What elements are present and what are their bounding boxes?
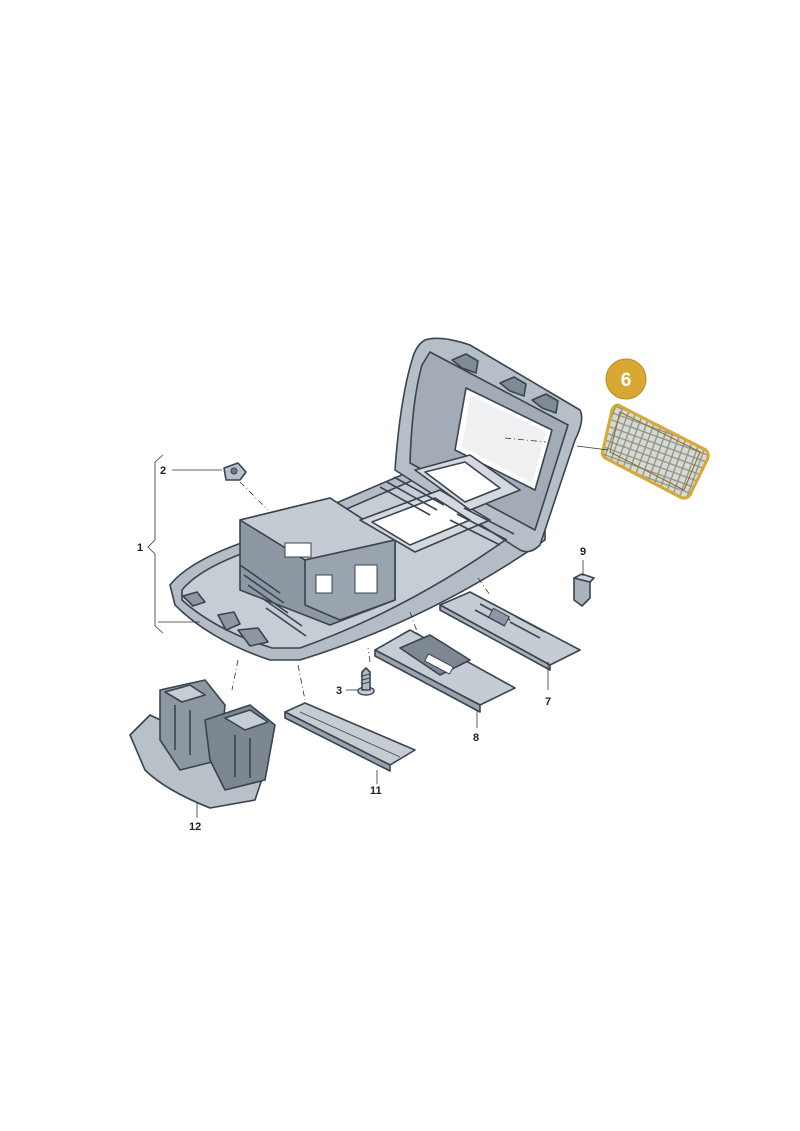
- switch-panel-part: [439, 591, 581, 671]
- label-6: 6: [621, 370, 632, 391]
- label-3[interactable]: 3: [336, 685, 342, 697]
- screw-part: [357, 667, 375, 696]
- label-12[interactable]: 12: [189, 821, 201, 833]
- highlight-badge[interactable]: 6: [605, 358, 647, 400]
- trim-strip-part: [284, 702, 416, 772]
- label-1[interactable]: 1: [137, 542, 143, 554]
- part-labels: 1 2 3 7 8 9 11 12: [137, 465, 586, 833]
- highlight-badge-circle: [605, 358, 647, 400]
- label-2[interactable]: 2: [160, 465, 166, 477]
- label-11[interactable]: 11: [370, 785, 382, 797]
- console-housing: [169, 337, 583, 661]
- label-8[interactable]: 8: [473, 732, 479, 744]
- lens-module-part: [374, 629, 516, 713]
- clip-nut-part: [223, 462, 247, 481]
- label-9[interactable]: 9: [580, 546, 586, 558]
- leader-lines: [147, 437, 609, 818]
- lamp-housing-part: [129, 679, 276, 809]
- grille-insert-part: [600, 403, 710, 500]
- small-clip-part: [573, 573, 595, 607]
- label-7[interactable]: 7: [545, 696, 551, 708]
